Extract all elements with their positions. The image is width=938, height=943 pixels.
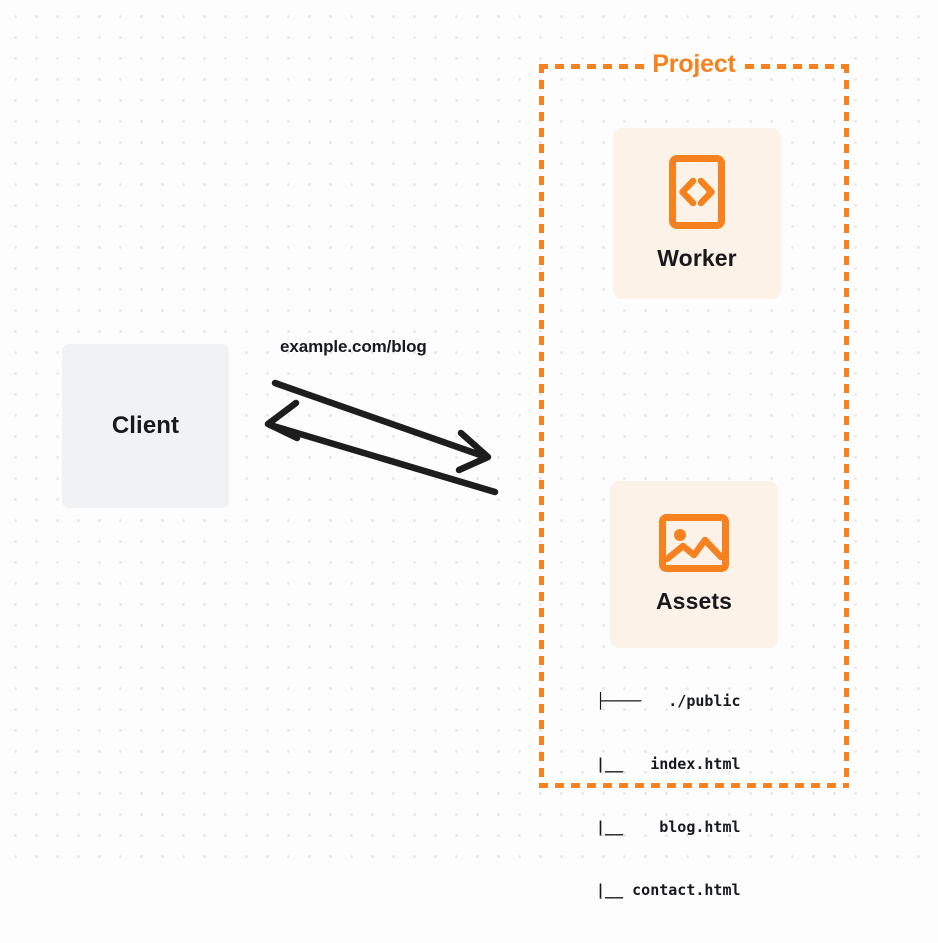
project-border-right	[844, 64, 849, 788]
project-border-top-right	[745, 64, 849, 69]
code-brackets-icon	[669, 155, 725, 229]
assets-card[interactable]: Assets	[610, 481, 778, 648]
project-border-top-left	[539, 64, 647, 69]
worker-card[interactable]: Worker	[613, 128, 781, 299]
response-arrow	[264, 399, 499, 496]
project-border-bottom	[539, 783, 849, 788]
file-tree-row: |__ index.html	[587, 755, 741, 773]
assets-file-tree: ├──── ./public |__ index.html |__ blog.h…	[587, 649, 741, 943]
client-label: Client	[111, 412, 180, 439]
project-border-left	[539, 64, 544, 788]
project-title: Project	[645, 50, 743, 79]
assets-label: Assets	[655, 588, 733, 614]
image-icon	[659, 514, 729, 572]
file-tree-row: ├──── ./public	[596, 692, 741, 710]
file-tree-row: |__ blog.html	[587, 818, 741, 836]
client-node[interactable]: Client	[62, 344, 229, 508]
request-arrow	[271, 379, 492, 474]
file-tree-row: |__ contact.html	[587, 881, 741, 899]
worker-label: Worker	[657, 245, 737, 271]
route-label: example.com/blog	[280, 337, 427, 356]
diagram-canvas: Client example.com/blog Project	[0, 0, 938, 899]
project-group: Project Worker Assets ├──── ./public |__…	[539, 50, 849, 899]
